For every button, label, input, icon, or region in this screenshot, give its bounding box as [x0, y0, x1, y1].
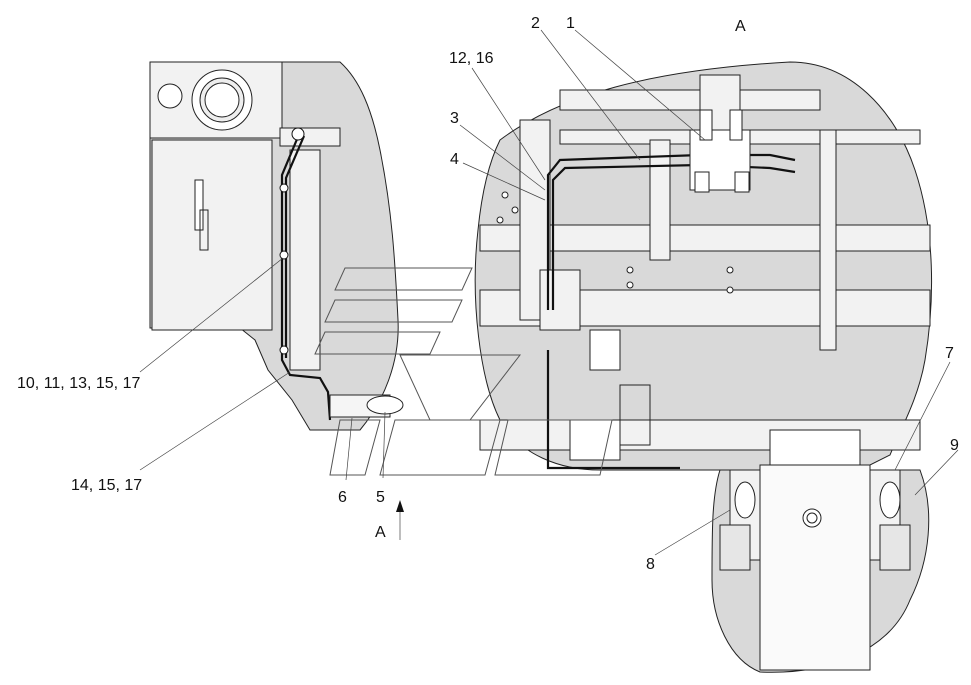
pump-detail-view [711, 429, 930, 673]
callout-14-17: 14, 15, 17 [71, 477, 142, 494]
callout-6: 6 [338, 489, 347, 506]
right-detail-view [474, 61, 933, 471]
gearbox-housing [759, 464, 871, 671]
left-detail-view [149, 61, 404, 431]
callout-1: 1 [566, 15, 575, 32]
left-pipe [280, 131, 332, 421]
watermark-logo [314, 267, 613, 476]
callout-2: 2 [531, 15, 540, 32]
right-pipe [546, 153, 796, 310]
cab-panel [151, 139, 273, 331]
callout-10-17: 10, 11, 13, 15, 17 [17, 375, 140, 392]
callout-5: 5 [376, 489, 385, 506]
callout-8: 8 [646, 556, 655, 573]
callout-7: 7 [945, 345, 954, 362]
leader-lines [139, 29, 959, 556]
callout-9: 9 [950, 437, 959, 454]
filter-part [366, 395, 404, 415]
callout-4: 4 [450, 151, 459, 168]
callout-3: 3 [450, 110, 459, 127]
callout-12-16: 12, 16 [449, 50, 494, 67]
arrow-label-a: A [375, 524, 386, 541]
view-label-a: A [735, 18, 746, 35]
